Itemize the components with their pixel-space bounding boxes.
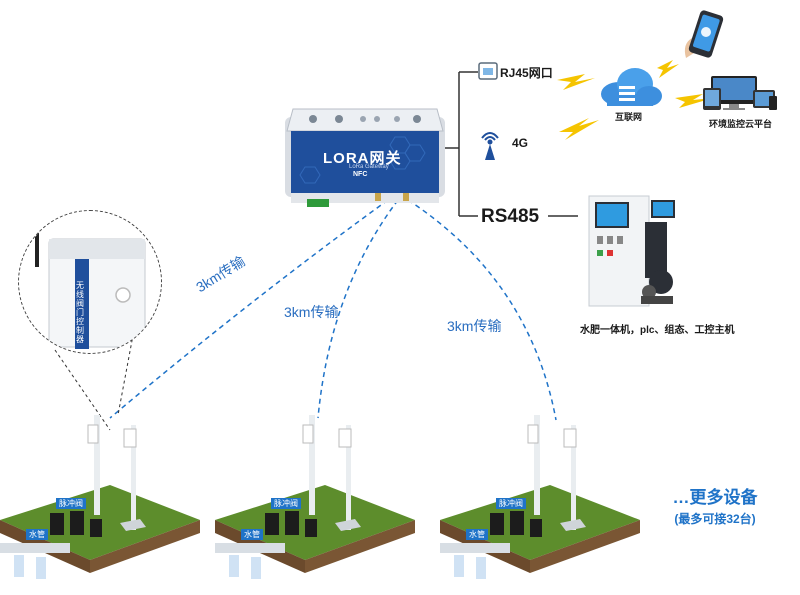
valve-tag: 脉冲阀: [271, 498, 301, 509]
pipe-tag: 水管: [466, 529, 488, 540]
field-plot-2: 脉冲阀 水管: [215, 415, 415, 585]
rj45-icon: [478, 62, 498, 80]
pipe-tag: 水管: [241, 529, 263, 540]
valve-tag: 脉冲阀: [56, 498, 86, 509]
4g-label: 4G: [512, 136, 529, 150]
lightning-icon: [559, 118, 599, 140]
controller-label: 水肥一体机，plc、组态、工控主机: [580, 325, 735, 336]
field-plot-illustration: [440, 415, 640, 579]
smartphone-icon: [684, 10, 724, 58]
internet-label: 互联网: [615, 112, 643, 122]
rj45-label: RJ45网口: [500, 66, 553, 80]
lightning-icon: [557, 74, 595, 90]
rs485-label: RS485: [481, 206, 540, 227]
pipe-tag: 水管: [26, 529, 48, 540]
field-plot-1: 脉冲阀 水管: [0, 415, 200, 585]
lora-link-3: [407, 199, 557, 421]
wireless-valve-controller: [35, 223, 146, 349]
more-devices-note: (最多可接32台): [674, 512, 756, 526]
valve-tag: 脉冲阀: [496, 498, 526, 509]
monitor-devices-icon: [703, 76, 777, 110]
lora-link-1: [109, 199, 389, 419]
gateway-body: [285, 108, 445, 207]
lora-gateway: LORA网关 LoRa Gateway NFC: [285, 107, 445, 207]
cloud-platform-label: 环境监控云平台: [709, 119, 773, 129]
field-plot-3: 脉冲阀 水管: [440, 415, 640, 585]
lightning-icon: [675, 94, 713, 108]
field-plot-illustration: [215, 415, 415, 579]
field-plot-illustration: [0, 415, 200, 579]
lightning-icons: [557, 60, 713, 140]
more-devices-title: …更多设备: [672, 488, 758, 507]
gateway-nfc: NFC: [353, 171, 368, 178]
gateway-subtitle: LoRa Gateway: [349, 164, 389, 170]
lightning-icon: [657, 60, 679, 78]
lora-link-2: [317, 199, 399, 419]
device-zoom-circle: 无线阀门控制器: [18, 210, 162, 354]
gateway-title: LORA网关: [323, 150, 402, 167]
device-label: 无线阀门控制器: [76, 281, 84, 344]
fertigation-controller: [588, 195, 675, 307]
antenna-4g-icon: [481, 132, 499, 160]
cloud-icon: [601, 68, 662, 106]
transmission-label-3: 3km传输: [447, 318, 502, 334]
transmission-label-2: 3km传输: [284, 304, 339, 320]
